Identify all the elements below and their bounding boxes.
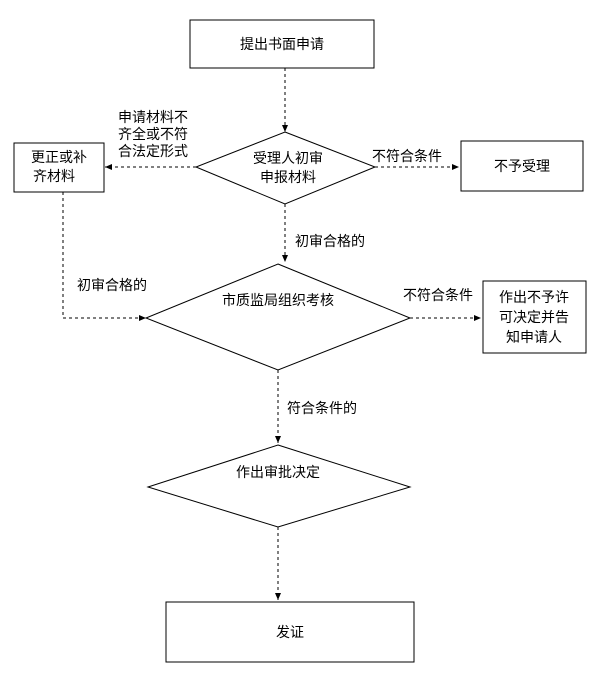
- label-compliant: 符合条件的: [287, 400, 357, 417]
- label-incomplete-1: 申请材料不: [118, 110, 188, 126]
- node-accept-text-2: 申报材料: [260, 170, 316, 186]
- node-notify-text-3: 知申请人: [506, 329, 562, 346]
- node-correct-box: [13, 142, 105, 193]
- node-issue-box: [165, 601, 415, 663]
- node-decide-diamond: [146, 444, 412, 528]
- label-noncompliant-1: 不符合条件: [372, 148, 442, 165]
- node-issue-text: 发证: [276, 625, 304, 641]
- label-passed-2: 初审合格的: [77, 277, 147, 294]
- node-submit-box: [189, 19, 375, 69]
- node-notify-text-1: 作出不予许: [499, 290, 569, 306]
- edge-correct-to-review: [62, 192, 146, 321]
- label-passed-1: 初审合格的: [295, 233, 365, 250]
- node-decide-text: 作出审批决定: [236, 465, 320, 481]
- node-accept-text-1: 受理人初审: [253, 150, 323, 167]
- node-correct-text-1: 更正或补: [31, 150, 87, 166]
- node-correct-text-2: 齐材料: [33, 169, 75, 185]
- node-review-text: 市质监局组织考核: [222, 292, 334, 309]
- node-accept-diamond: [194, 131, 377, 205]
- label-noncompliant-2: 不符合条件: [403, 287, 473, 304]
- label-incomplete-3: 合法定形式: [118, 144, 188, 160]
- node-reject-text: 不予受理: [494, 159, 550, 175]
- node-submit-text: 提出书面申请: [240, 37, 324, 53]
- node-review-diamond: [144, 263, 412, 371]
- label-incomplete-2: 齐全或不符: [118, 126, 188, 143]
- node-notify-text-2: 可决定并告: [499, 310, 569, 326]
- node-notify-box: [482, 280, 587, 354]
- node-reject-box: [460, 140, 584, 192]
